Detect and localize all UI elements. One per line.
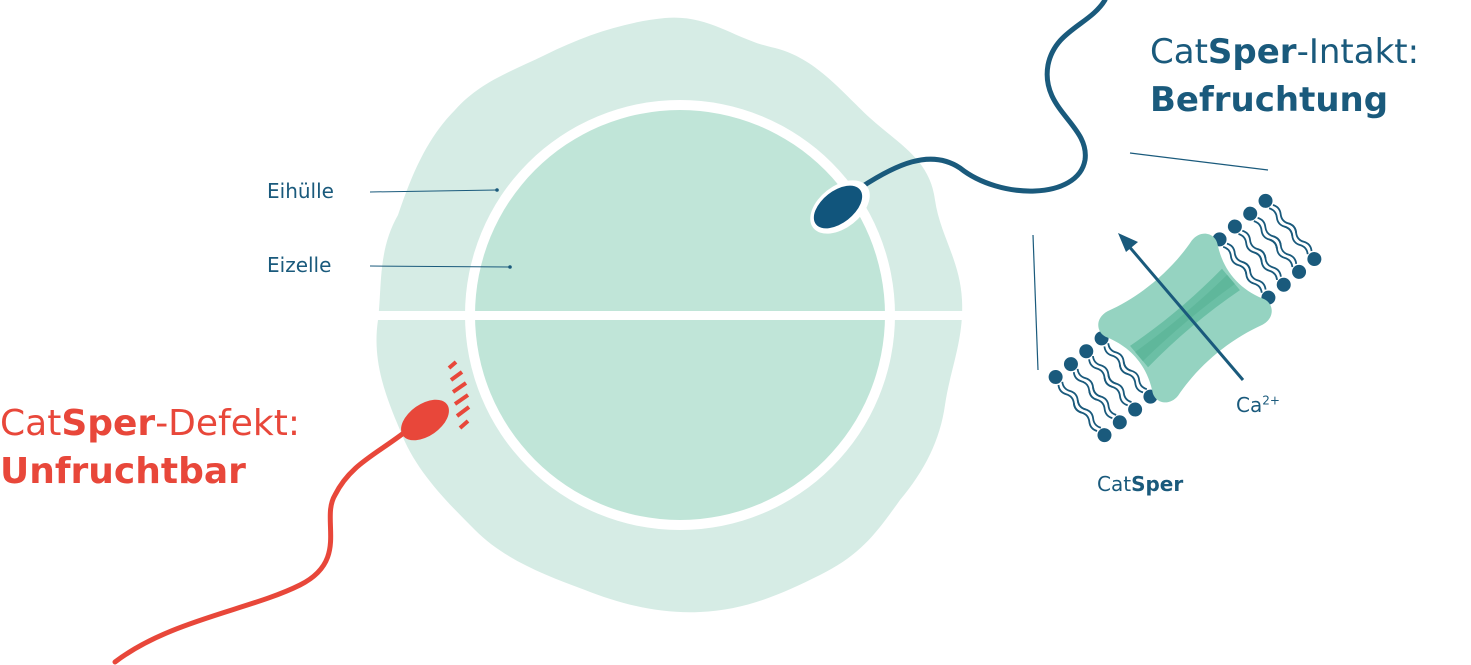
sperm-intact-icon (810, 0, 1108, 234)
egg-coat-pointer (369, 189, 498, 193)
ion-label: Ca2+ (1236, 393, 1280, 417)
egg-coat-label: Eihülle (267, 179, 334, 203)
channel-label: CatSper (1097, 472, 1184, 496)
intact-result: Befruchtung (1150, 80, 1389, 120)
arrow-icon (1118, 233, 1245, 381)
defect-result: Unfruchtbar (0, 451, 246, 492)
zoom-line-top (1129, 152, 1269, 171)
defect-title: CatSper-Defekt: (0, 403, 300, 444)
zoom-line-left (1032, 234, 1039, 371)
intact-title: CatSper-Intakt: (1150, 32, 1420, 72)
split-line (370, 311, 965, 320)
sperm-defect-icon (112, 360, 471, 665)
catsper-channel-inset (1044, 193, 1322, 446)
egg-cell-pointer (369, 265, 511, 268)
egg-cell-label: Eizelle (267, 253, 332, 277)
lipid-icon (1212, 193, 1322, 305)
